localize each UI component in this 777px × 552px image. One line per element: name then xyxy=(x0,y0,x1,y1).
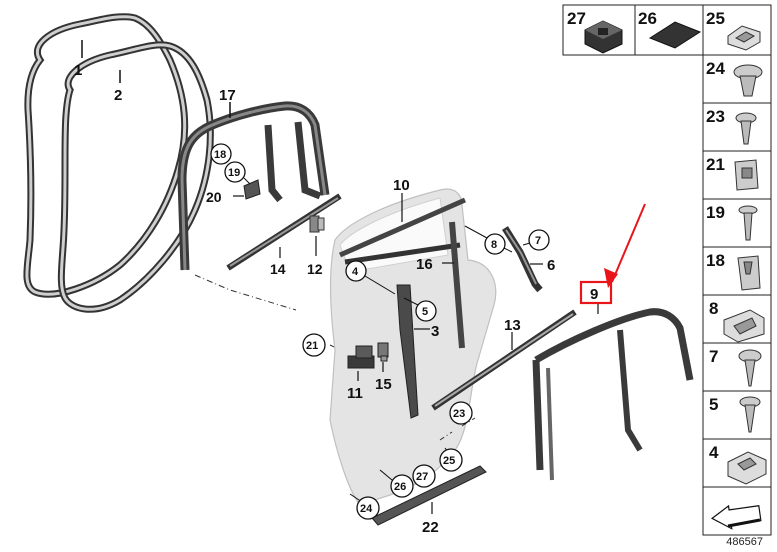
clip-20[interactable] xyxy=(243,179,261,200)
svg-text:4: 4 xyxy=(352,266,359,278)
panel-label-27: 27 xyxy=(567,9,586,28)
panel-label-23: 23 xyxy=(706,107,725,126)
handle-part-11[interactable] xyxy=(347,345,375,369)
svg-text:24: 24 xyxy=(360,503,373,515)
svg-text:5: 5 xyxy=(422,306,428,318)
svg-text:25: 25 xyxy=(443,455,455,467)
window-frame-17[interactable] xyxy=(177,101,330,271)
callout-27: 27 xyxy=(412,464,436,488)
callout-8: 8 xyxy=(484,233,506,255)
panel-label-19: 19 xyxy=(706,203,725,222)
label-part-22: 22 xyxy=(422,519,439,536)
callout-24: 24 xyxy=(356,496,380,520)
svg-text:7: 7 xyxy=(535,235,541,247)
diagram-id: 486567 xyxy=(726,536,763,548)
window-frame-9[interactable] xyxy=(532,308,694,481)
panel-part-8[interactable]: 8 xyxy=(702,294,772,344)
pillar-trim-3[interactable] xyxy=(396,284,419,419)
callout-19: 19 xyxy=(224,161,246,183)
svg-text:19: 19 xyxy=(228,167,240,179)
panel-label-8: 8 xyxy=(709,299,718,318)
door-seal-1[interactable] xyxy=(23,13,189,298)
callout-25: 25 xyxy=(439,448,463,472)
clip-12[interactable] xyxy=(309,215,325,233)
svg-text:8: 8 xyxy=(491,239,497,251)
panel-label-18: 18 xyxy=(706,251,725,270)
belt-strip-13[interactable] xyxy=(431,309,577,411)
panel-label-21: 21 xyxy=(706,155,725,174)
svg-text:27: 27 xyxy=(416,471,428,483)
panel-label-24: 24 xyxy=(706,59,725,78)
label-part-20: 20 xyxy=(206,189,222,205)
label-part-3: 3 xyxy=(431,323,439,340)
highlight-box-9 xyxy=(579,280,613,305)
label-part-17: 17 xyxy=(219,87,236,104)
seal-strip-6[interactable] xyxy=(502,226,543,293)
panel-part-27[interactable]: 27 xyxy=(562,4,636,56)
callout-21: 21 xyxy=(302,333,326,357)
clip-15[interactable] xyxy=(377,342,389,362)
label-part-6: 6 xyxy=(547,257,555,274)
svg-text:18: 18 xyxy=(214,149,226,161)
panel-part-7[interactable]: 7 xyxy=(702,342,772,392)
callout-4: 4 xyxy=(345,260,367,282)
door-seal-2[interactable] xyxy=(57,41,214,313)
label-part-13: 13 xyxy=(504,317,521,334)
panel-part-25[interactable]: 25 xyxy=(702,4,772,56)
navigate-arrow-button[interactable] xyxy=(702,486,772,536)
label-part-2: 2 xyxy=(114,87,122,104)
callout-26: 26 xyxy=(390,474,414,498)
frame-strip-16[interactable] xyxy=(338,197,467,349)
callout-23: 23 xyxy=(449,401,473,425)
callout-18: 18 xyxy=(210,143,232,165)
label-part-10: 10 xyxy=(393,177,410,194)
label-part-11: 11 xyxy=(347,385,363,402)
panel-label-5: 5 xyxy=(709,395,718,414)
panel-label-26: 26 xyxy=(638,9,657,28)
label-part-12: 12 xyxy=(307,261,323,277)
panel-part-26[interactable]: 26 xyxy=(634,4,704,56)
panel-part-24[interactable]: 24 xyxy=(702,54,772,104)
panel-part-23[interactable]: 23 xyxy=(702,102,772,152)
svg-text:23: 23 xyxy=(453,408,465,420)
panel-label-4: 4 xyxy=(709,443,719,462)
highlight-arrow xyxy=(604,203,646,288)
svg-text:26: 26 xyxy=(394,481,406,493)
label-part-9: 9 xyxy=(590,286,598,303)
panel-part-21[interactable]: 21 xyxy=(702,150,772,200)
panel-label-25: 25 xyxy=(706,9,725,28)
label-part-14: 14 xyxy=(270,261,286,277)
panel-part-4[interactable]: 4 xyxy=(702,438,772,488)
panel-label-7: 7 xyxy=(709,347,718,366)
callout-7: 7 xyxy=(528,229,550,251)
svg-text:21: 21 xyxy=(306,340,318,352)
sill-trim-22[interactable] xyxy=(371,465,487,526)
trim-strip-14[interactable] xyxy=(226,193,342,271)
label-part-15: 15 xyxy=(375,376,392,393)
callout-5: 5 xyxy=(415,300,437,322)
label-part-16: 16 xyxy=(416,256,433,273)
panel-part-19[interactable]: 19 xyxy=(702,198,772,248)
panel-part-18[interactable]: 18 xyxy=(702,246,772,296)
panel-part-5[interactable]: 5 xyxy=(702,390,772,440)
label-part-1: 1 xyxy=(74,62,82,79)
